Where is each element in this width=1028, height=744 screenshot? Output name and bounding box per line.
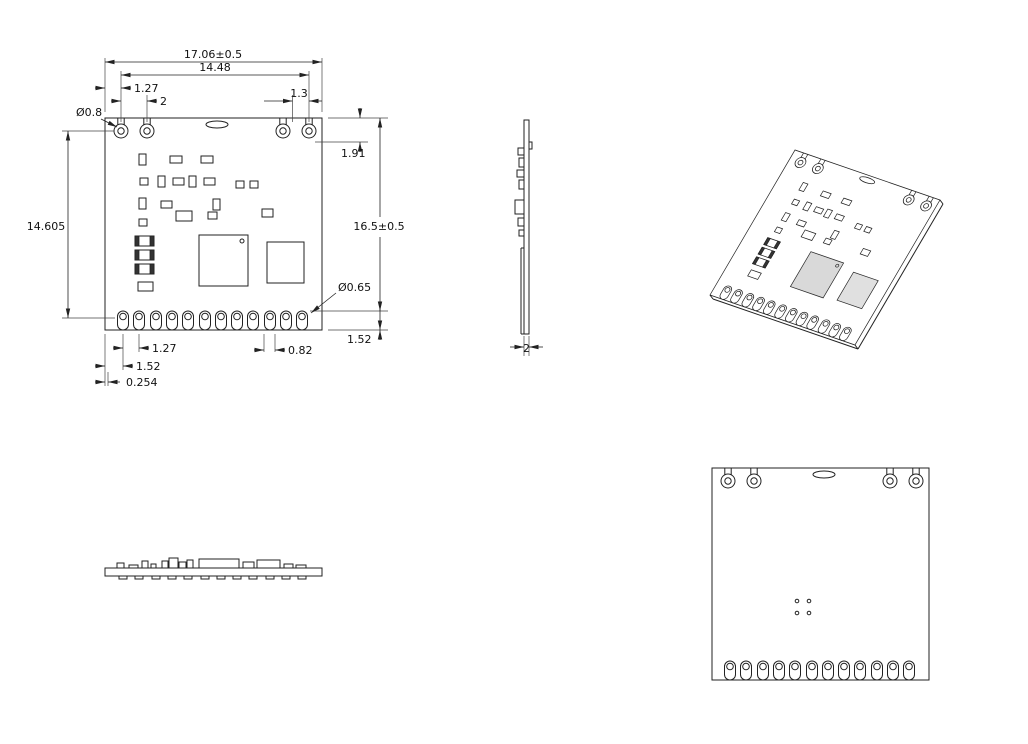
isometric-depth-edges xyxy=(709,199,944,350)
dim-pin-pad-height: 1.52 xyxy=(347,333,372,346)
isometric-view xyxy=(709,149,944,350)
dim-hole-pitch-top: 2 xyxy=(160,95,167,108)
dim-overall-height: 16.5±0.5 xyxy=(353,220,404,233)
dim-hole-span: 14.48 xyxy=(199,61,231,74)
back-view xyxy=(711,467,930,681)
front-view-dimension-lines xyxy=(65,59,383,385)
dim-hole-row-height: 14.605 xyxy=(27,220,66,233)
dim-top-edge-to-hole: 1.91 xyxy=(341,147,366,160)
front-view-dimension-labels: 17.06±0.5 14.48 1.27 2 1.3 Ø0.8 1.91 14.… xyxy=(27,48,405,389)
side-view: 2 xyxy=(510,119,543,356)
dim-edge-to-pin: 1.52 xyxy=(136,360,161,373)
bottom-edge-view xyxy=(104,557,323,580)
side-view-dimension: 2 xyxy=(510,336,543,356)
dim-top-hole-diameter: Ø0.8 xyxy=(76,106,102,119)
dim-right-hole-offset: 1.3 xyxy=(290,87,308,100)
dim-board-thickness: 2 xyxy=(523,342,530,355)
front-view: 17.06±0.5 14.48 1.27 2 1.3 Ø0.8 1.91 14.… xyxy=(27,48,405,389)
dim-pin-hole-diameter: Ø0.65 xyxy=(338,281,371,294)
dim-overall-width: 17.06±0.5 xyxy=(184,48,242,61)
dim-edge-to-hole: 1.27 xyxy=(134,82,159,95)
back-view-vias xyxy=(794,598,812,616)
dim-pin-pitch: 1.27 xyxy=(152,342,177,355)
dim-pin-pad-width: 0.82 xyxy=(288,344,313,357)
dim-edge-margin: 0.254 xyxy=(126,376,158,389)
